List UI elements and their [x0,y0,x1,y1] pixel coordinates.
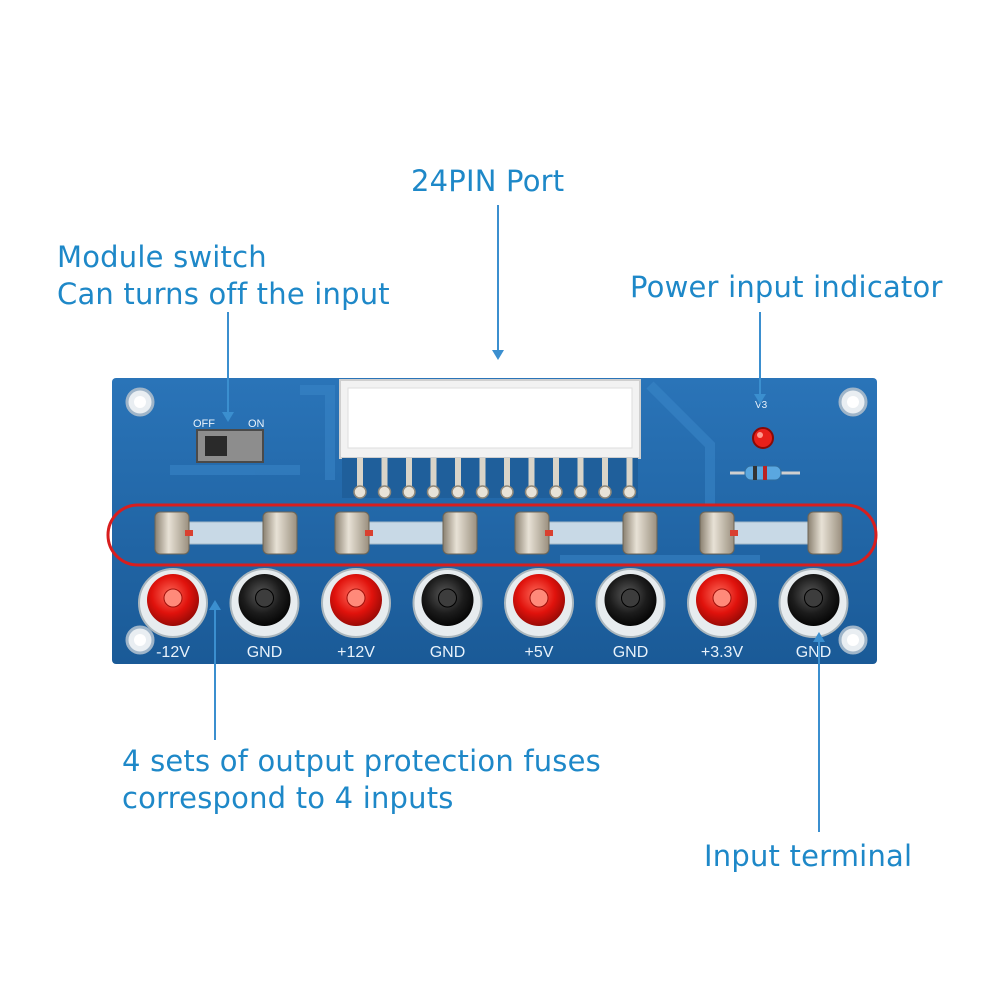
terminal-label: GND [430,644,466,661]
terminal-label: GND [796,644,832,661]
fuse [514,511,658,555]
connector-pin [626,458,633,488]
solder-joint [402,485,416,499]
24pin-connector [339,379,641,498]
power-led [752,427,774,449]
terminal-red [138,568,208,638]
connector-pins [353,458,637,499]
fuse [334,511,478,555]
connector-pin [357,458,363,488]
arrow-module-switch [222,412,234,422]
callout-fuses-line1: 4 sets of output protection fuses [122,744,601,778]
connector-pin [553,458,559,488]
pcb [112,378,877,664]
callout-input-terminal: Input terminal [704,839,913,873]
terminal-black [412,568,483,638]
solder-joint [451,485,465,499]
leader-module-switch [227,312,229,412]
pcb-traces [170,381,760,565]
terminal-label: +5V [525,644,554,661]
connector-pin [504,458,510,488]
resistor [730,465,800,481]
leader-24pin-port [497,205,499,350]
connector-pin [455,458,461,488]
terminal-label: GND [247,644,283,661]
fuse [699,511,843,555]
leader-input-terminal [818,642,820,832]
fuse-row [154,511,843,555]
callout-fuses-line2: correspond to 4 inputs [122,781,454,815]
connector-pin [577,458,584,488]
terminal-red [321,568,391,638]
mounting-holes [125,387,868,655]
leader-fuses [214,610,216,740]
switch-on-label: ON [248,418,265,430]
arrow-fuses [209,600,221,610]
connector-pin [528,458,535,488]
terminal-label: +3.3V [701,644,744,661]
callout-24pin-port: 24PIN Port [411,164,565,198]
led-silk-label: V3 [755,400,768,411]
terminal-black [595,568,666,638]
solder-joint [500,485,514,499]
module-switch[interactable] [196,429,264,463]
connector-pin [406,458,412,488]
connector-pin [381,458,388,488]
fuse [154,511,298,555]
solder-joint [598,485,612,499]
terminal-row: -12V GND +12V GND +5V GND +3.3V GND [138,568,849,661]
solder-joint [377,485,392,499]
terminal-black [229,568,300,638]
terminal-black [778,568,849,638]
arrow-power-indicator [754,394,766,404]
solder-joint [549,485,563,499]
terminal-label: -12V [156,644,190,661]
connector-pin [479,458,486,488]
solder-joint [353,485,367,499]
arrow-24pin-port [492,350,504,360]
fuse-highlight-outline [106,503,878,567]
connector-pin [430,458,437,488]
solder-joint [622,485,637,499]
terminal-red [504,568,574,638]
solder-joint [524,485,539,499]
callout-module-switch-line2: Can turns off the input [57,277,390,311]
callout-module-switch-line1: Module switch [57,240,267,274]
terminal-label: GND [613,644,649,661]
terminal-label: +12V [337,644,375,661]
connector-pin [602,458,608,488]
solder-joint [475,485,490,499]
solder-joint [426,485,441,499]
callout-power-indicator: Power input indicator [630,270,943,304]
terminal-red [687,568,757,638]
leader-power-indicator [759,312,761,394]
switch-off-label: OFF [193,418,215,430]
solder-joint [573,485,588,499]
arrow-input-terminal [813,632,825,642]
